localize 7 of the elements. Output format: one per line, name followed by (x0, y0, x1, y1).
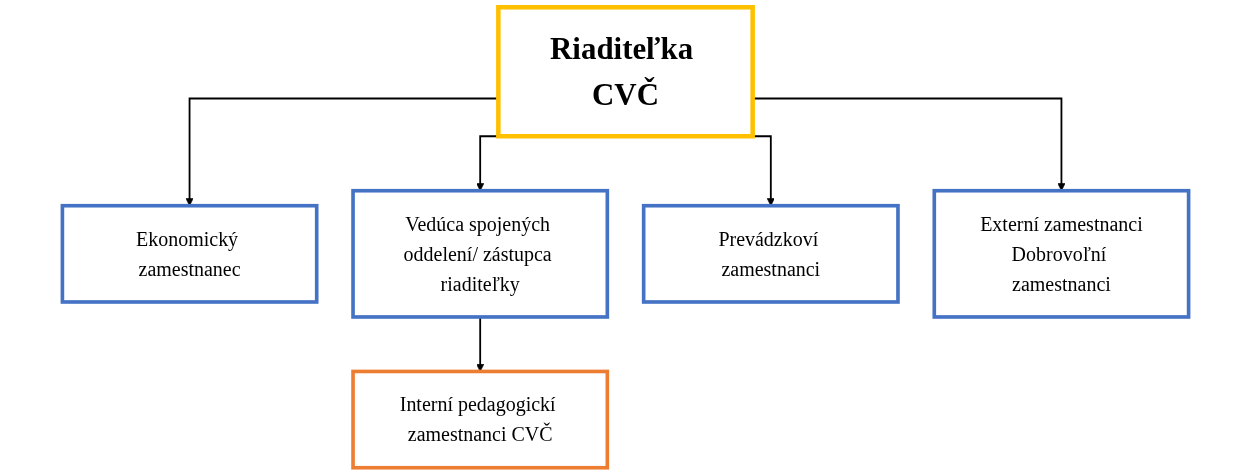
node-box: Riaditeľka CVČ (496, 5, 755, 139)
arrow (476, 316, 485, 372)
node-box: Externí zamestnanci Dobrovoľní zamestnanci (932, 188, 1191, 319)
node-box: Ekonomický zamestnanec (60, 203, 319, 304)
node-box: Prevádzkoví zamestnanci (641, 203, 900, 304)
node-box: Vedúca spojených oddelení/ zástupca riaditeľky (351, 188, 610, 319)
node-box: Interní pedagogickí zamestnanci CVČ (351, 369, 610, 470)
